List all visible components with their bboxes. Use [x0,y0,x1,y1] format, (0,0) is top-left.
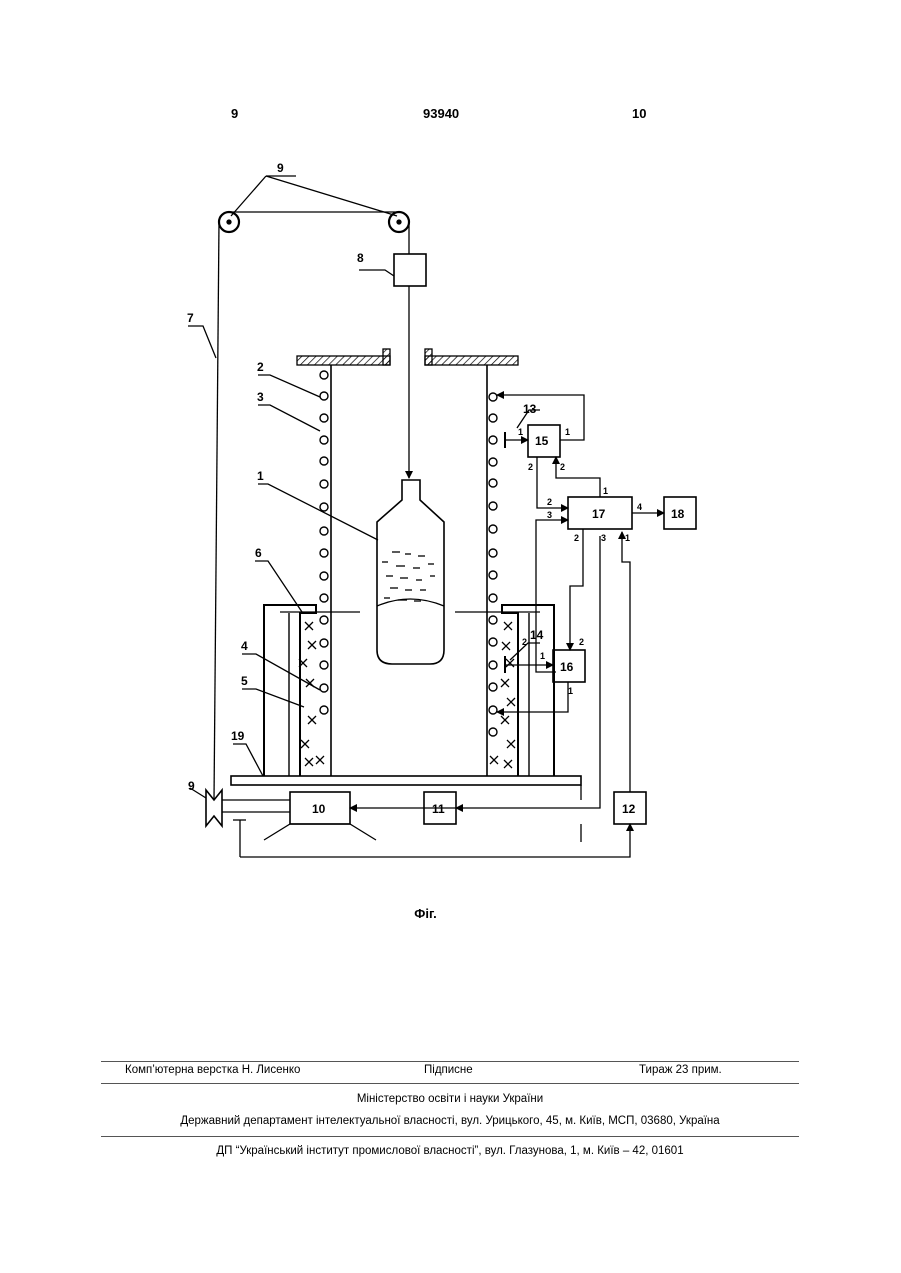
port: 1 [625,533,630,543]
melt-dashes [382,552,435,601]
coil-turn [320,503,328,511]
coil-turn [320,414,328,422]
coil-turn [489,571,497,579]
port: 1 [540,651,545,661]
figure-labels: 9 8 7 2 3 13 1 15 17 18 6 4 14 16 5 19 9… [187,161,685,816]
insulation-cross [502,642,510,650]
coil-turn [489,549,497,557]
coil-turn [320,661,328,669]
footer-typesetter: Комп’ютерна верстка Н. Лисенко [125,1064,300,1076]
insulation-cross [305,622,313,630]
coil-turn [489,706,497,714]
coil-turn [489,525,497,533]
footer-department: Державний департамент інтелектуальної вл… [101,1115,799,1127]
port: 2 [522,637,527,647]
insulation-cross [501,716,509,724]
coil-turn [489,414,497,422]
coil-turn [320,480,328,488]
coil-turn [489,458,497,466]
insulation-cross [305,758,313,766]
insulation-cross [301,740,309,748]
label-block-12: 12 [622,802,636,816]
coil-turn [320,572,328,580]
drawing-lines [188,176,696,857]
port: 3 [547,510,552,520]
coil-turn [489,502,497,510]
insulation-cross [507,740,515,748]
footer-institute: ДП “Український інститут промислової вла… [101,1145,799,1157]
footer-ministry: Міністерство освіти і науки України [101,1093,799,1105]
figure-caption: Фіг. [0,906,851,921]
label-block-16: 16 [560,660,574,674]
coil-turn [489,616,497,624]
coil-turn [489,436,497,444]
label-block-8: 8 [357,251,364,265]
coil-turn [320,684,328,692]
coil-turn [489,728,497,736]
coil-turn [320,706,328,714]
label-block-18: 18 [671,507,685,521]
insulation-cross [316,756,324,764]
insulation-cross [490,756,498,764]
label-cable: 7 [187,311,194,325]
coil-turn [320,549,328,557]
insulation-cross [501,679,509,687]
coil-turn [320,436,328,444]
label-block-15: 15 [535,434,549,448]
label-wheel: 9 [188,779,195,793]
port: 4 [637,502,642,512]
coil-turn [320,639,328,647]
port: 2 [579,637,584,647]
label-chamber: 2 [257,360,264,374]
footer-rule-middle [101,1083,799,1084]
coil-turn [320,371,328,379]
port: 1 [568,686,573,696]
label-motor: 10 [312,802,326,816]
insulation-cross [504,760,512,768]
port: 1 [603,486,608,496]
coil-turn [489,683,497,691]
port: 2 [574,533,579,543]
coil-turn [320,457,328,465]
label-jacket: 6 [255,546,262,560]
insulation-cross [507,698,515,706]
label-base: 19 [231,729,245,743]
coil-turn [489,661,497,669]
port: 1 [565,427,570,437]
coil-turn [489,638,497,646]
port: 2 [560,462,565,472]
label-lower-coil: 4 [241,639,248,653]
insulation-cross [308,641,316,649]
footer-circulation: Тираж 23 прим. [639,1064,722,1076]
port: 3 [601,533,606,543]
insulation-cross [506,659,514,667]
footer-signed: Підписне [424,1064,473,1076]
footer-rule-top [101,1061,799,1062]
label-sensor-13: 13 [523,402,537,416]
label-block-17: 17 [592,507,606,521]
coil-turn [320,392,328,400]
label-block-11: 11 [432,802,445,816]
footer-rule-bottom [101,1136,799,1137]
label-pulley: 9 [277,161,284,175]
port: 2 [547,497,552,507]
label-insulation: 5 [241,674,248,688]
coil-turn [320,616,328,624]
port: 2 [528,462,533,472]
coil-turn [320,594,328,602]
label-ampoule: 1 [257,469,264,483]
insulation-cross [504,622,512,630]
coil-turn [489,393,497,401]
label-sensor-14: 14 [530,628,544,642]
coil-turn [489,479,497,487]
coil-turn [489,594,497,602]
coil-turn [320,527,328,535]
insulation-cross [308,716,316,724]
port: 1 [518,427,523,437]
label-coil: 3 [257,390,264,404]
